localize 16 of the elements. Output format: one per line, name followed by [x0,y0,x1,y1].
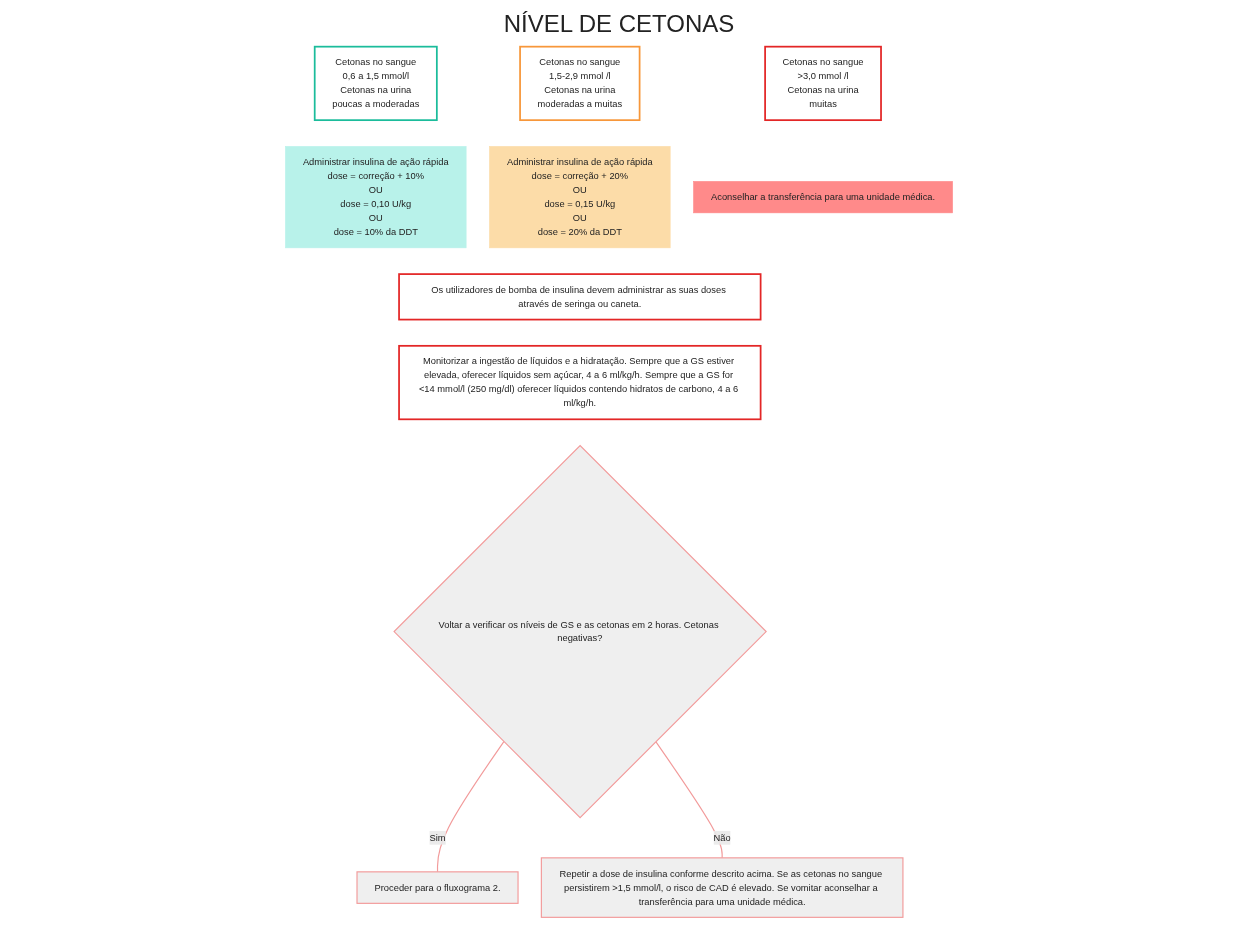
node-box: Administrar insulina de ação rápida dose = correção + 20% OU dose = 0,15 U/kg OU dose = 20% da DDT [489,146,671,249]
node-box: Repetir a dose de insulina conforme descrito acima. Se as cetonas no sangue persistirem >1,5 mmol/l, o risco de CAD é elevado. Se vomitar aconselhar a transferência para uma unidade médica. [540,857,904,918]
connector [655,741,723,859]
node-box: Cetonas no sangue 0,6 a 1,5 mmol/l Cetonas na urina poucas a moderadas [313,45,438,121]
node-box: Proceder para o fluxograma 2. [356,871,519,904]
edge-label: Sim [429,832,446,843]
node-box: Aconselhar a transferência para uma unidade médica. [693,181,953,214]
node-box: Cetonas no sangue >3,0 mmol /l Cetonas na urina muitas [764,45,882,121]
node-box: Os utilizadores de bomba de insulina devem administrar as suas doses através de seringa ou caneta. [398,273,762,321]
diagram-title: NÍVEL DE CETONAS [502,10,736,38]
node-box: Monitorizar a ingestão de líquidos e a hidratação. Sempre que a GS estiver elevada, oferecer líquidos sem açúcar, 4 a 6 ml/kg/h. Sempre que a GS for <14 mmol/l (250 mg/dl) oferecer líquidos contendo hidratos de carbono, 4 a 6 ml/kg/h. [398,344,762,421]
node-box: Administrar insulina de ação rápida dose = correção + 10% OU dose = 0,10 U/kg OU dose = 10% da DDT [285,146,467,249]
edge-label: Não [713,832,731,843]
connector [436,741,505,873]
node-diamond: Voltar a verificar os níveis de GS e as cetonas em 2 horas. Cetonas negativas? [393,444,767,819]
node-box: Cetonas no sangue 1,5-2,9 mmol /l Cetonas na urina moderadas a muitas [519,45,641,121]
